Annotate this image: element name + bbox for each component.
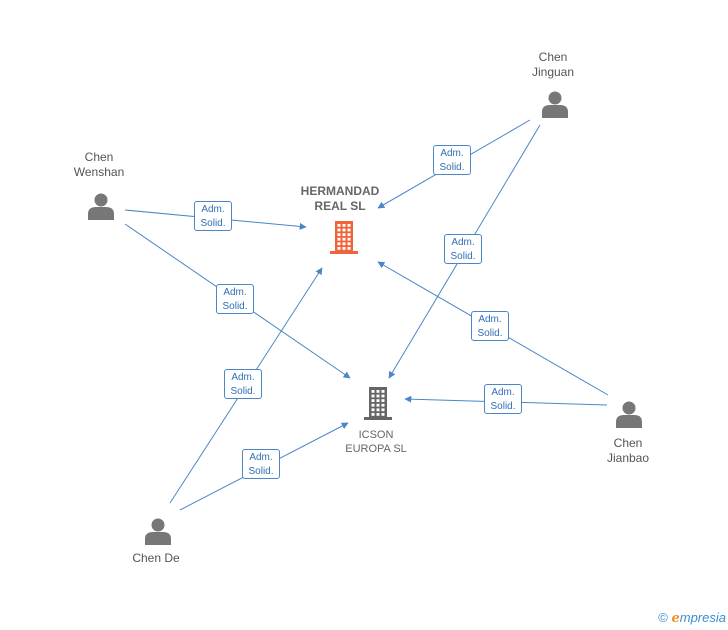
brand-footer: © empresia [658, 610, 726, 626]
relation-badge-jianbao-icson[interactable]: Adm. Solid. [484, 384, 522, 414]
brand-logo-initial: e [671, 611, 680, 626]
relation-badge-wenshan-hermandad[interactable]: Adm. Solid. [194, 201, 232, 231]
brand-logo-text: mpresia [679, 610, 726, 625]
person-label-jinguan[interactable]: Chen Jinguan [531, 50, 575, 79]
person-icon[interactable] [542, 91, 568, 119]
relation-badge-de-hermandad[interactable]: Adm. Solid. [224, 369, 262, 399]
relation-badge-jinguan-hermandad[interactable]: Adm. Solid. [433, 145, 471, 175]
company-label-icson[interactable]: ICSON EUROPA SL [345, 429, 407, 455]
copyright-icon: © [658, 610, 668, 625]
person-label-wenshan[interactable]: Chen Wenshan [73, 150, 125, 179]
company-label-hermandad[interactable]: HERMANDAD REAL SL [300, 184, 380, 213]
building-icon[interactable] [330, 221, 358, 254]
relation-badge-wenshan-icson[interactable]: Adm. Solid. [216, 284, 254, 314]
person-icon[interactable] [616, 401, 642, 429]
relation-badge-jinguan-icson[interactable]: Adm. Solid. [444, 234, 482, 264]
person-icon[interactable] [145, 518, 171, 546]
relation-badge-jianbao-hermandad[interactable]: Adm. Solid. [471, 311, 509, 341]
building-icon[interactable] [364, 387, 392, 420]
person-label-jianbao[interactable]: Chen Jianbao [606, 436, 650, 465]
person-icon[interactable] [88, 193, 114, 221]
person-label-de[interactable]: Chen De [132, 551, 180, 565]
relation-badge-de-icson[interactable]: Adm. Solid. [242, 449, 280, 479]
